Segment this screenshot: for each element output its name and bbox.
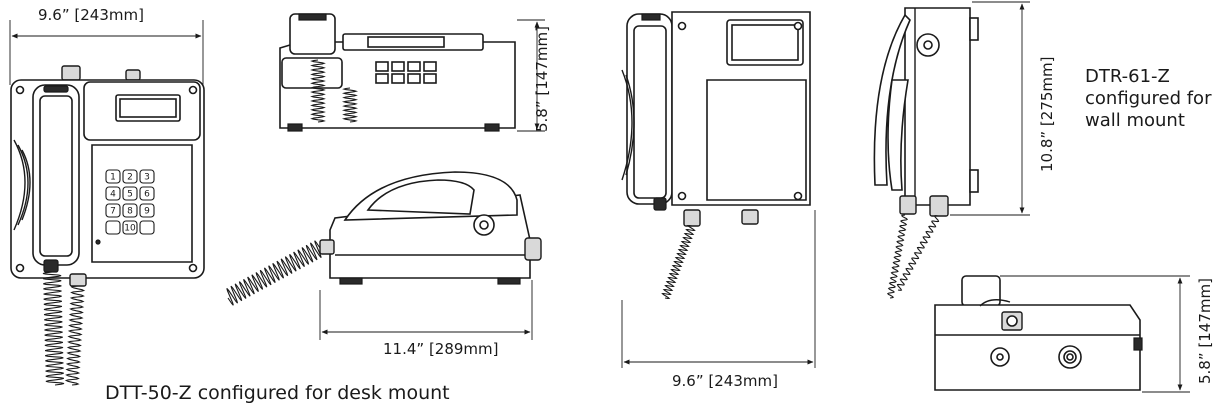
keypad-key [122, 186, 138, 201]
keypad-key-label: 9 [144, 207, 150, 217]
keypad-key [105, 203, 121, 218]
wall-height-label: 10.8” [275mm] [1038, 56, 1056, 173]
keypad-key-label: 10 [124, 224, 136, 234]
keypad-key [122, 220, 138, 235]
wall-phone-top-view [934, 275, 1190, 393]
keypad-key-label: 7 [110, 207, 116, 217]
keypad-key [139, 203, 155, 218]
keypad-key [139, 186, 155, 201]
wall-phone-front-view [621, 11, 816, 368]
keypad-key [105, 220, 121, 235]
keypad-key-label: 4 [110, 190, 116, 200]
keypad-key-label: 5 [127, 190, 133, 200]
keypad-key-label: 1 [110, 173, 116, 183]
keypad-key [122, 169, 138, 184]
side-length-label: 11.4” [289mm] [383, 340, 499, 358]
desk-model-caption: DTT-50-Z configured for desk mount [105, 382, 450, 404]
keypad-key [139, 220, 155, 235]
keypad-key-label: 3 [144, 173, 150, 183]
wall-side-height-label: 5.8” [147mm] [1196, 278, 1214, 384]
keypad-key [105, 186, 121, 201]
front-width-label: 9.6” [243mm] [38, 6, 144, 24]
keypad-key [139, 169, 155, 184]
wall-phone-side-view [873, 1, 1030, 299]
wall-model-caption: DTR-61-Z configured for wall mount [1085, 66, 1212, 131]
keypad-key-label: 8 [127, 207, 133, 217]
desk-phone-front-view: 1 2 3 4 5 6 7 8 9 10 [9, 20, 205, 386]
desk-phone-top-view [279, 13, 545, 132]
desk-height-label: 5.8” [147mm] [533, 26, 551, 132]
wall-width-label: 9.6” [243mm] [672, 372, 778, 390]
keypad-key-label: 6 [144, 190, 150, 200]
keypad-key [105, 169, 121, 184]
keypad-key [122, 203, 138, 218]
desk-phone-side-view [226, 171, 542, 340]
keypad-key-label: 2 [127, 173, 133, 183]
